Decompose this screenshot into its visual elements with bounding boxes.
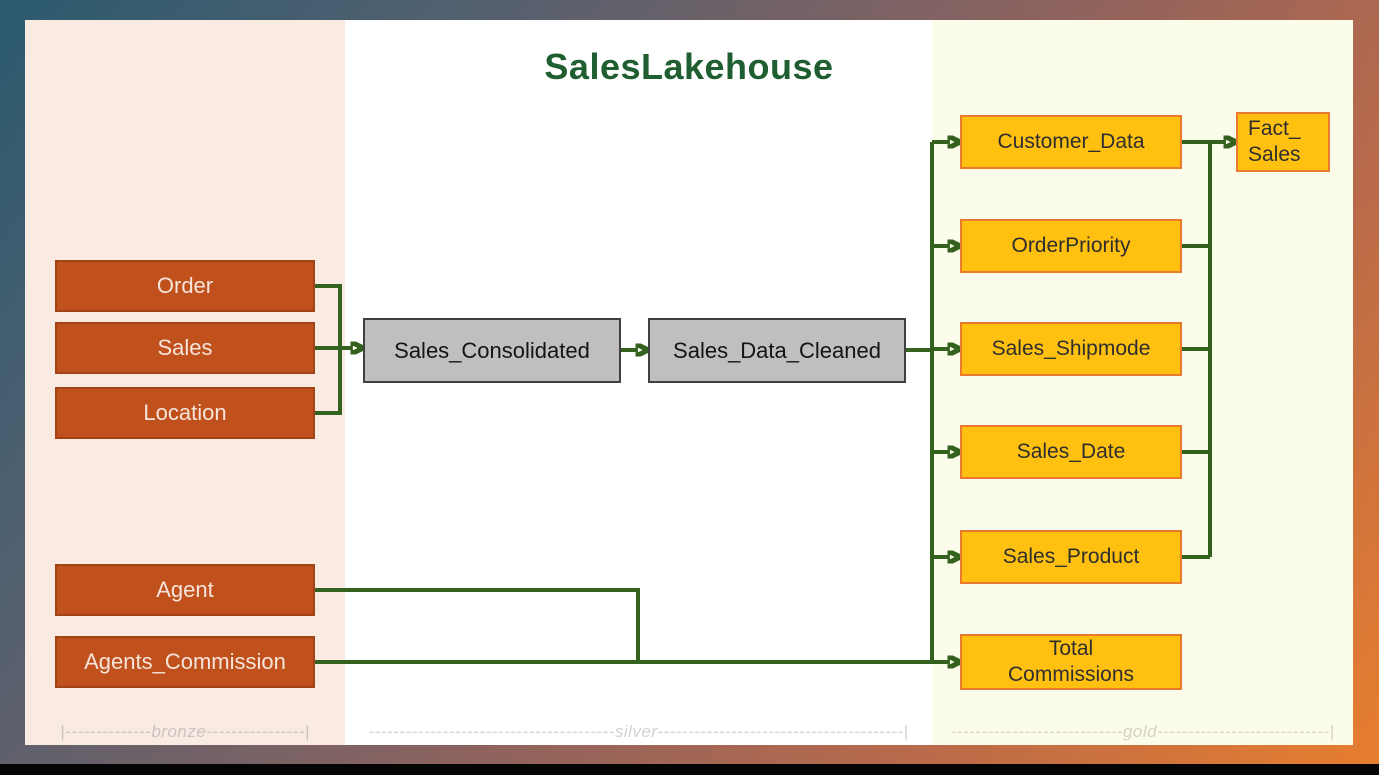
- node-sales-consolidated: Sales_Consolidated: [363, 318, 621, 383]
- node-customer-data: Customer_Data: [960, 115, 1182, 169]
- node-sales-shipmode: Sales_Shipmode: [960, 322, 1182, 376]
- gold-zone-label: ----------------------------gold--------…: [950, 722, 1335, 741]
- letterbox-bar: [0, 764, 1379, 775]
- page-title: SalesLakehouse: [544, 46, 834, 87]
- node-agent: Agent: [55, 564, 315, 616]
- diagram-canvas: SalesLakehouse Order Sales Location Agen…: [25, 20, 1353, 745]
- silver-zone-label: ----------------------------------------…: [368, 722, 909, 741]
- node-fact-sales: Fact_ Sales: [1236, 112, 1330, 172]
- node-sales-date: Sales_Date: [960, 425, 1182, 479]
- bronze-zone-label: |--------------bronze----------------|: [60, 722, 310, 741]
- node-sales-data-cleaned: Sales_Data_Cleaned: [648, 318, 906, 383]
- node-sales: Sales: [55, 322, 315, 374]
- bronze-zone-background: [25, 20, 345, 745]
- node-total-commissions: Total Commissions: [960, 634, 1182, 690]
- node-sales-product: Sales_Product: [960, 530, 1182, 584]
- node-location: Location: [55, 387, 315, 439]
- node-agents-commission: Agents_Commission: [55, 636, 315, 688]
- node-orderpriority: OrderPriority: [960, 219, 1182, 273]
- node-order: Order: [55, 260, 315, 312]
